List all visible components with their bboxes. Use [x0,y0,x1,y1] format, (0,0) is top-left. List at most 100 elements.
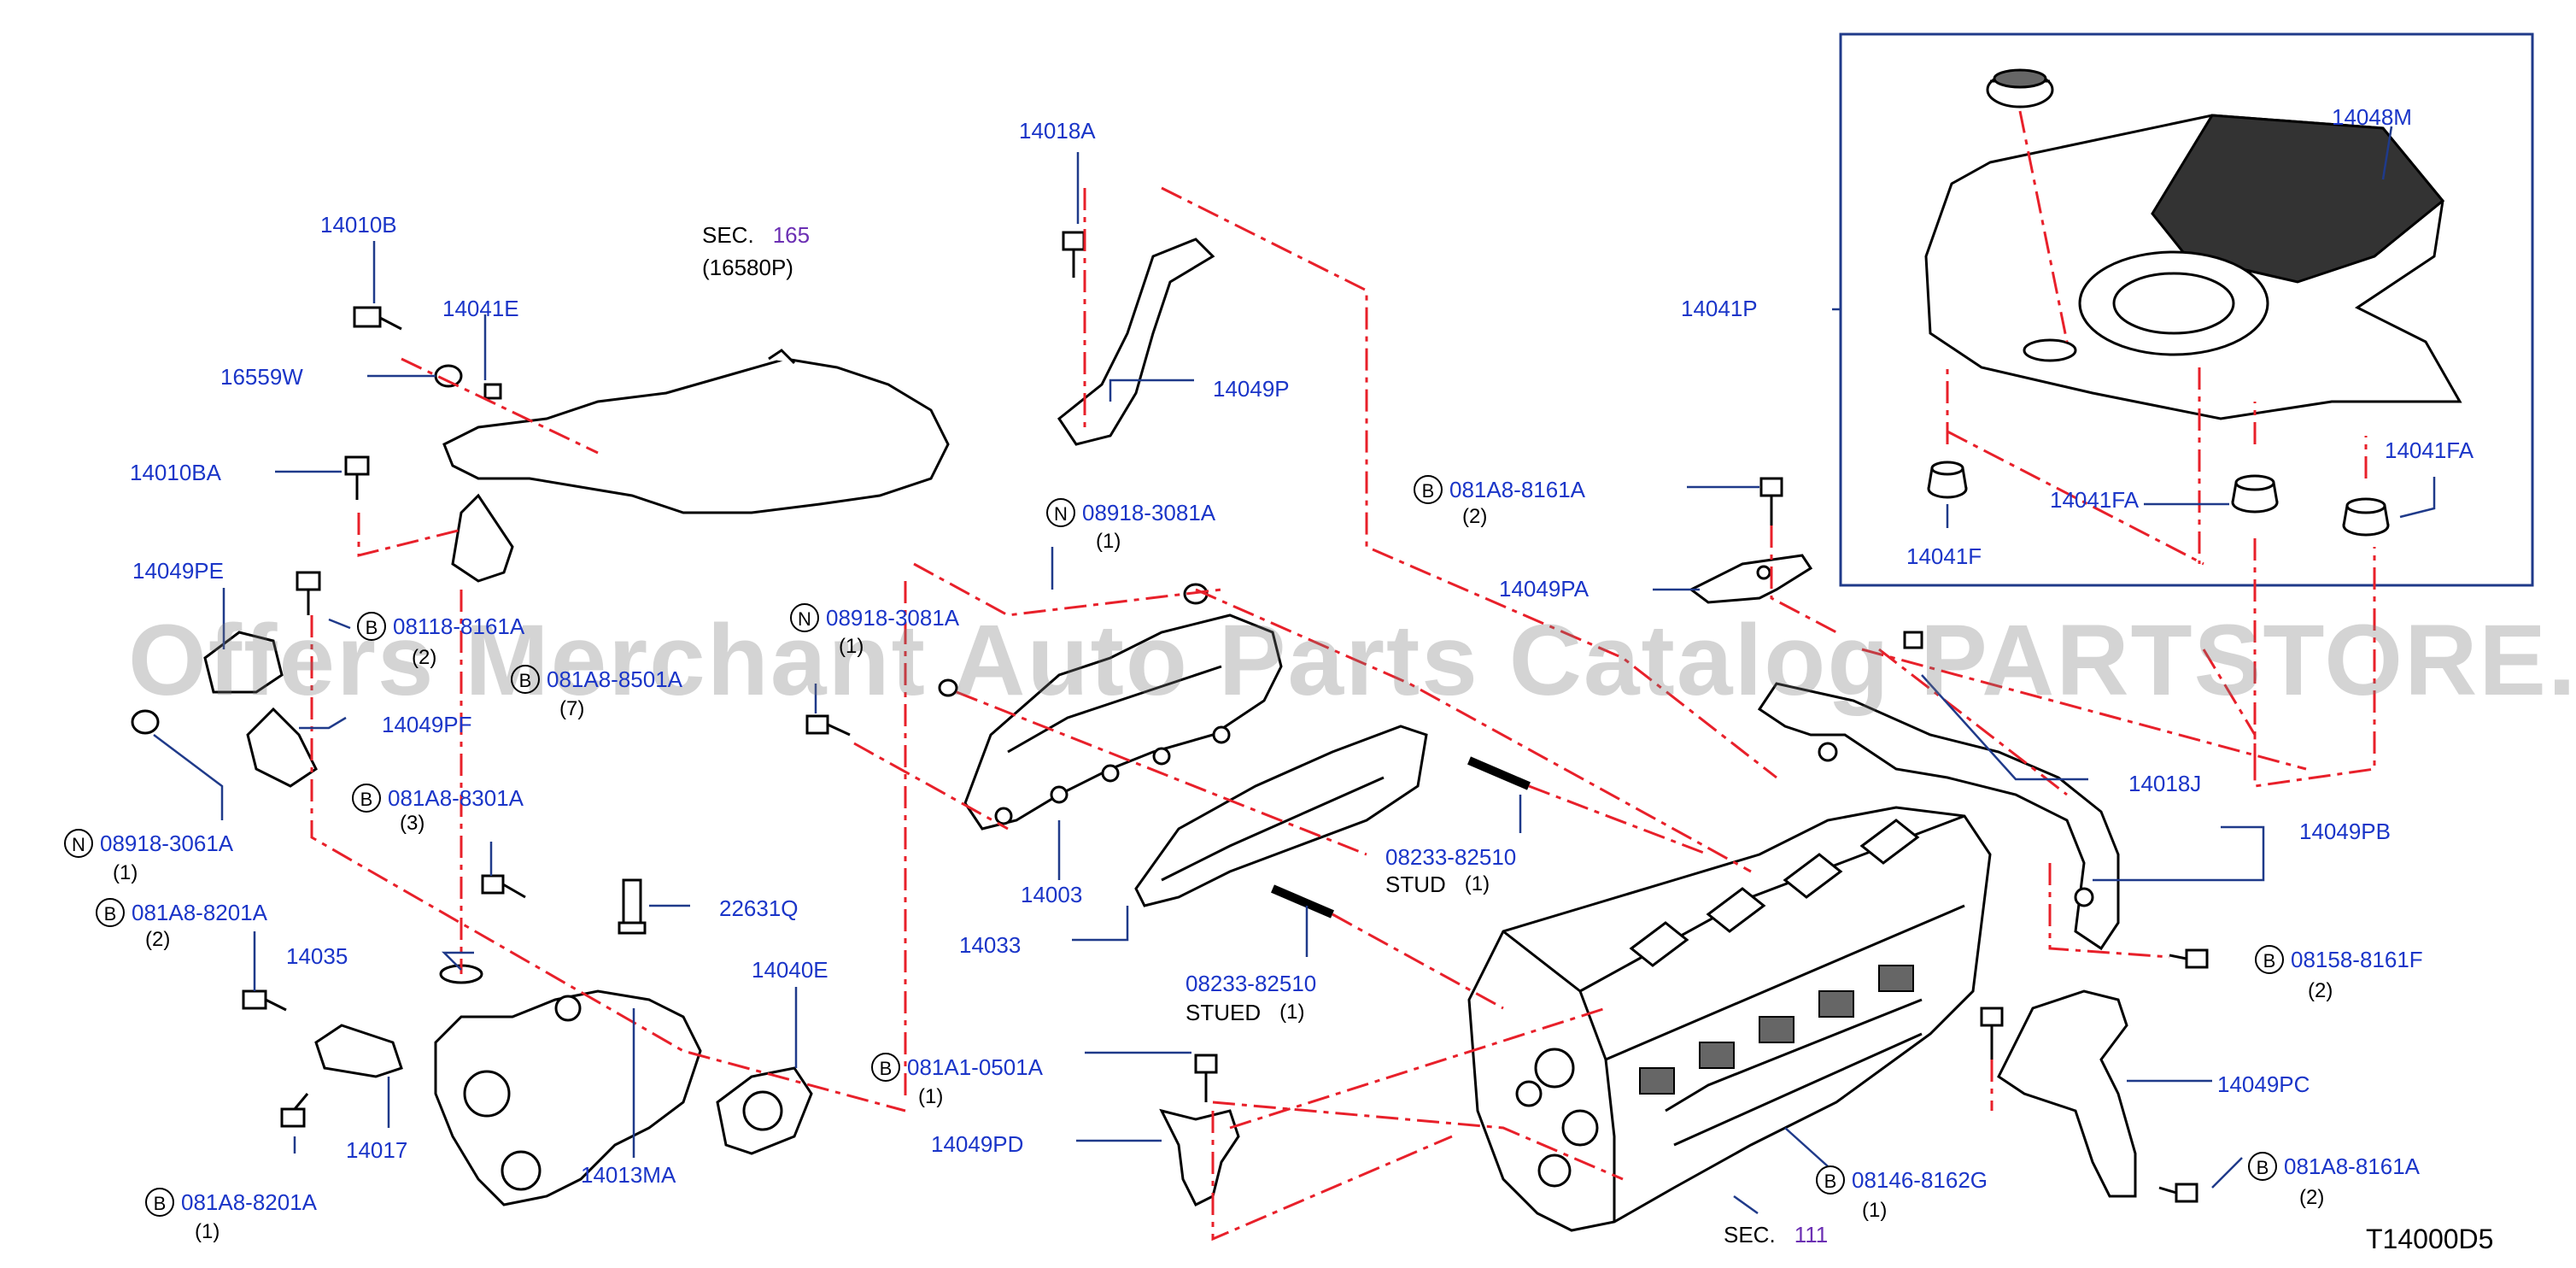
symbol-n: N [64,829,93,858]
section-ref-111[interactable]: SEC. 111 [1724,1224,1828,1246]
callout-14049PC[interactable]: 14049PC [2217,1071,2310,1097]
bracket-14049PC[interactable] [1997,989,2137,1198]
callout-n-08918-3081A-a[interactable]: N 08918-3081A [1046,498,1215,527]
sec-number: 111 [1794,1222,1829,1247]
callout-b-081A8-8501A[interactable]: B 081A8-8501A [511,665,682,694]
section-ref-165[interactable]: SEC. 165 [702,224,810,246]
gasket-14017[interactable] [314,1024,403,1078]
callout-b-081A8-8201A-top[interactable]: B 081A8-8201A [96,898,267,927]
grommet-14041FA-a[interactable] [2231,474,2279,514]
callout-14041P[interactable]: 14041P [1681,296,1758,321]
sec-number: 165 [772,222,811,248]
stud-desc: STUED [1186,1000,1262,1025]
qty: (2) [145,928,171,951]
callout-b-081A1-0501A[interactable]: B 081A1-0501A [871,1053,1043,1082]
bolt-08158-8161F [2169,948,2209,969]
exhaust-gasket-14033[interactable] [1134,725,1428,907]
engine-cover-14048M[interactable] [1924,114,2462,420]
callout-14035[interactable]: 14035 [286,943,348,969]
callout-leaders [153,126,2436,1215]
stud-desc: STUD [1385,872,1446,897]
callout-14049PF[interactable]: 14049PF [382,712,472,737]
part-number: 081A8-8201A [132,900,268,925]
callout-b-08146-8162G[interactable]: B 08146-8162G [1816,1165,1988,1195]
qty: (7) [559,697,585,720]
stud-desc-b: STUED (1) [1186,1001,1304,1024]
callout-14049PB[interactable]: 14049PB [2299,819,2391,844]
watermark: Offers Merchant Auto Parts Catalog PARTS… [128,604,2576,717]
symbol-b: B [357,612,386,641]
part-number: 081A8-8301A [388,785,524,811]
cylinder-head[interactable] [1467,806,1992,1232]
callout-14041FA-b[interactable]: 14041FA [2385,437,2474,463]
callout-b-081A8-8301A[interactable]: B 081A8-8301A [352,784,524,813]
bolt-08146-8162G [1980,1007,2004,1060]
oil-filler-cap[interactable] [1986,68,2054,109]
fasteners[interactable] [131,231,2209,1203]
callout-n-08918-3061A[interactable]: N 08918-3061A [64,829,233,858]
washer-14041E [483,383,502,400]
part-number: 08158-8161F [2291,947,2423,972]
qty: (1) [195,1220,220,1243]
bolt-081A8-8501A [805,714,851,737]
grommet-14041FA-b[interactable] [2342,497,2390,537]
qty: (1) [1096,530,1121,553]
callout-14049P[interactable]: 14049P [1213,376,1290,402]
bolt-081A8-8161A-bottom [2158,1183,2198,1203]
callout-16559W[interactable]: 16559W [220,364,303,390]
callout-b-081A8-8161A-top[interactable]: B 081A8-8161A [1414,475,1585,504]
symbol-b: B [96,898,125,927]
sec-prefix: SEC. [702,222,754,248]
top-heat-shield[interactable] [442,349,950,583]
callout-stud-08233-82510-a[interactable]: 08233-82510 [1385,844,1517,870]
callout-14049PE[interactable]: 14049PE [132,558,224,584]
callout-14003[interactable]: 14003 [1021,882,1083,907]
callout-14040E[interactable]: 14040E [752,957,828,983]
inset-leader-dashes [1946,110,2368,566]
part-number: 08918-3081A [826,605,960,631]
qty: (2) [2308,979,2333,1002]
gasket-14040E[interactable] [716,1066,813,1155]
callout-14049PD[interactable]: 14049PD [931,1131,1024,1157]
exhaust-manifold-14003[interactable] [963,613,1283,831]
callout-b-081A8-8161A-bottom[interactable]: B 081A8-8161A [2248,1152,2420,1181]
qty: (1) [1464,872,1490,895]
grommet-14041F[interactable] [1927,461,1968,499]
symbol-b: B [2255,945,2284,974]
bolt-081A1-0501A [1194,1054,1218,1102]
symbol-b: B [511,665,540,694]
callout-14033[interactable]: 14033 [959,932,1022,958]
callout-b-08118-8161A[interactable]: B 08118-8161A [357,612,524,641]
part-number: 081A8-8501A [547,666,683,692]
symbol-b: B [1414,475,1443,504]
callout-14041F[interactable]: 14041F [1906,543,1982,569]
callout-14018J[interactable]: 14018J [2128,771,2202,796]
part-number: 081A8-8161A [1449,477,1586,502]
callout-14041E[interactable]: 14041E [442,296,519,321]
callout-n-08918-3081A-b[interactable]: N 08918-3081A [790,603,959,632]
symbol-n: N [1046,498,1075,527]
nut-08918-3061A [131,709,160,735]
bracket-14049PB[interactable] [1757,682,2120,951]
callout-b-081A8-8201A-bottom[interactable]: B 081A8-8201A [145,1188,317,1217]
callout-14017[interactable]: 14017 [346,1137,408,1163]
callout-14041FA-a[interactable]: 14041FA [2050,487,2140,513]
callout-14010BA[interactable]: 14010BA [130,460,221,485]
bracket-14049PA[interactable] [1689,554,1813,604]
callout-14013MA[interactable]: 14013MA [581,1162,676,1188]
symbol-b: B [352,784,381,813]
callout-stud-08233-82510-b[interactable]: 08233-82510 [1186,971,1317,996]
bolt-081A8-8161A-top [1759,477,1783,525]
callout-14048M[interactable]: 14048M [2332,104,2412,130]
callout-22631Q[interactable]: 22631Q [719,895,799,921]
heat-shield-bracket-14049P[interactable] [1057,238,1215,446]
callout-14049PA[interactable]: 14049PA [1499,576,1590,602]
callout-14018A[interactable]: 14018A [1019,118,1096,144]
part-number: 08118-8161A [393,613,525,639]
callout-b-08158-8161F[interactable]: B 08158-8161F [2255,945,2423,974]
section-sub-16580P: (16580P) [702,255,793,280]
sensor-22631Q[interactable] [618,878,647,935]
callout-14010B[interactable]: 14010B [320,212,397,238]
bolt-14010B [353,306,402,331]
